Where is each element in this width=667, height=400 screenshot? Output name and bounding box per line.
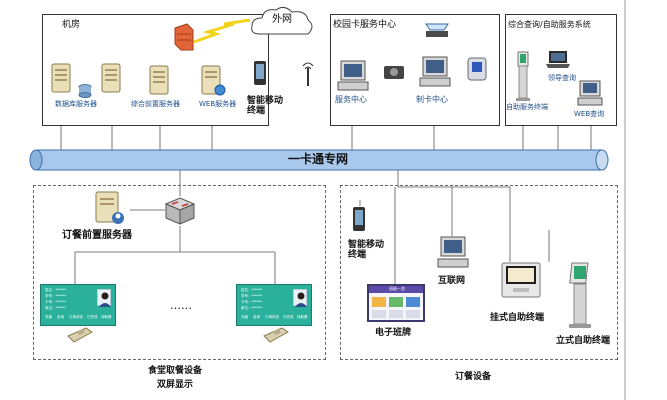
mobile-terminal-label: 智能移动终端: [247, 96, 284, 117]
person-photo-icon: [99, 292, 111, 307]
card-printer-icon: [467, 57, 487, 81]
network-label: 一卡通专网: [288, 152, 349, 166]
class-board-header-label: 班级一览: [389, 286, 405, 291]
right-mobile-label: 智能移动终端: [348, 240, 385, 261]
right-edge-line: [624, 0, 626, 400]
screen-b-photo: [293, 289, 307, 307]
person-photo-icon: [295, 292, 307, 307]
screen-b-line-2: 学号：******: [241, 294, 262, 298]
canteen-group-panel: [33, 185, 326, 360]
screen-b-line-1: 姓名：******: [241, 288, 262, 292]
canteen-caption-line1: 食堂取餐设备: [148, 366, 203, 376]
screen-b-line-4: 单位：******: [241, 306, 262, 310]
screen-b-btn-1: 充值: [241, 315, 248, 319]
database-cylinder-icon: [78, 84, 92, 98]
internet-device-label: 互联网: [438, 276, 466, 286]
network-pipe: [29, 149, 609, 171]
order-server-label: 订餐前置服务器: [62, 230, 132, 241]
screen-a-btn-2: 查询: [57, 315, 64, 319]
cloud-icon: [251, 6, 313, 35]
board-tile-6: [406, 310, 420, 318]
order-server-icon: [95, 191, 124, 224]
screen-b-btn-4: 已完成: [283, 315, 294, 319]
smartphone-icon-top: [254, 61, 266, 85]
screen-b-btn-5: 待取餐: [297, 315, 308, 319]
canteen-screen-b: 姓名：****** 学号：****** 卡号：****** 单位：****** …: [236, 284, 312, 326]
camera-icon: [384, 66, 404, 79]
lightning-icon: [193, 18, 251, 44]
board-tile-4: [372, 310, 386, 318]
firewall-icon: [174, 23, 194, 51]
service-center-label: 服务中心: [335, 95, 367, 104]
antenna-icon: [302, 62, 314, 86]
screen-a-btn-1: 充值: [45, 315, 52, 319]
internet-label: 外网: [272, 14, 292, 25]
self-service-terminal-label: 自助服务终端: [506, 103, 548, 111]
board-tile-2: [389, 297, 403, 307]
wall-kiosk-label: 挂式自助终端: [490, 313, 545, 323]
class-board-header: 班级一览: [369, 286, 423, 293]
web-server-icon: [201, 65, 226, 96]
integrated-server-icon: [149, 65, 169, 95]
db-server-label: 数据库服务器: [55, 100, 97, 108]
db-server-icon-2: [101, 63, 121, 93]
wall-kiosk-icon: [501, 262, 541, 298]
web-server-label: WEB服务器: [199, 100, 237, 108]
service-center-computer-icon: [337, 60, 369, 91]
screen-b-btn-2: 查询: [253, 315, 260, 319]
web-query-computer-icon: [577, 80, 603, 106]
canteen-caption-line2: 双屏显示: [157, 380, 194, 390]
screen-b-line-3: 卡号：******: [241, 300, 262, 304]
card-reader-icon-a: [67, 327, 93, 343]
board-tile-5: [389, 310, 403, 318]
query-system-title: 综合查询/自助服务系统: [508, 20, 591, 29]
screen-a-line-1: 姓名：******: [45, 288, 66, 292]
self-service-kiosk-icon: [516, 51, 530, 101]
ellipsis-label: ……: [170, 299, 192, 312]
web-query-label: WEB查询: [574, 110, 605, 118]
screen-a-btn-5: 待取餐: [101, 315, 112, 319]
integrated-server-label: 综合前置服务器: [131, 100, 180, 108]
db-server-icon-1: [51, 63, 71, 93]
ordering-caption: 订餐设备: [455, 372, 492, 382]
canteen-screen-a: 姓名：****** 学号：****** 卡号：****** 单位：****** …: [40, 284, 116, 326]
smartphone-icon-bottom: [353, 207, 365, 231]
internet-computer-icon: [437, 236, 469, 268]
screen-a-btn-3: 订单状态: [69, 315, 83, 319]
standing-kiosk-icon: [569, 262, 591, 328]
ordering-group-panel: [340, 185, 618, 360]
screen-a-line-4: 单位：******: [45, 306, 66, 310]
server-room-title: 机房: [62, 20, 81, 30]
screen-a-line-2: 学号：******: [45, 294, 66, 298]
screen-b-btn-3: 订单状态: [265, 315, 279, 319]
laptop-icon: [546, 51, 570, 68]
switch-icon: [164, 197, 196, 225]
card-reader-icon-b: [263, 327, 289, 343]
screen-a-photo: [97, 289, 111, 307]
class-board-label: 电子班牌: [375, 328, 412, 338]
board-tile-1: [372, 297, 386, 307]
screen-a-line-3: 卡号：******: [45, 300, 66, 304]
class-board-screen: 班级一览: [367, 284, 425, 322]
standing-kiosk-label: 立式自助终端: [556, 336, 611, 346]
screen-a-btn-4: 已完成: [87, 315, 98, 319]
card-center-computer-icon: [419, 56, 451, 87]
card-center-label: 制卡中心: [416, 95, 448, 104]
board-tile-3: [406, 297, 420, 307]
leader-query-label: 领导查询: [548, 74, 576, 82]
scanner-icon: [425, 23, 449, 37]
campus-card-title: 校园卡服务中心: [333, 20, 397, 30]
